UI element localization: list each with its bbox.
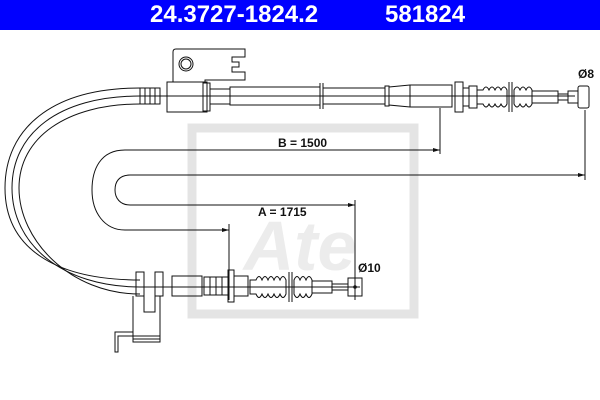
dimension-a-label: A = 1715 [258,205,307,219]
dimension-b-label: B = 1500 [278,136,327,150]
diameter-top-label: Ø8 [578,67,594,81]
article-number: 581824 [385,1,466,28]
bellows [476,86,508,108]
mounting-bracket [172,48,246,82]
part-number: 24.3727-1824.2 [150,1,319,28]
bracket-hook [114,331,133,353]
bottom-end-fitting [114,269,363,353]
svg-text:Ate: Ate [242,207,357,285]
title-bar: 24.3727-1824.2 581824 [0,0,600,30]
top-end-fitting [139,48,590,113]
diameter-bottom-label: Ø10 [358,261,381,275]
bracket-hole [178,56,194,72]
bottom-bellows [249,276,287,298]
dimension-lines [91,108,586,300]
ate-watermark-logo: Ate [187,123,419,319]
cable-sheath [4,87,575,295]
